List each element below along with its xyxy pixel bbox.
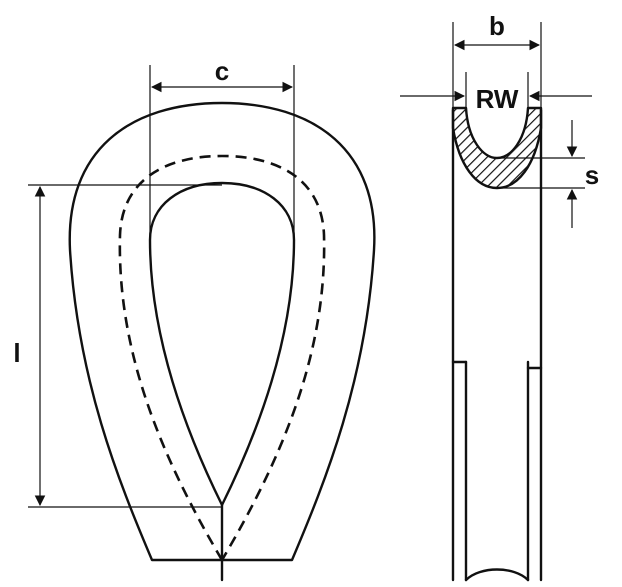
- thimble-outer-outline: [68, 101, 376, 562]
- dimension-rw: RW: [400, 72, 592, 114]
- label-b: b: [489, 11, 505, 41]
- label-s: s: [585, 160, 599, 190]
- dimension-s: s: [497, 120, 599, 228]
- label-rw: RW: [476, 84, 519, 114]
- label-c: c: [215, 56, 229, 86]
- dimension-b: b: [452, 11, 542, 108]
- groove-cross-section: [451, 106, 543, 190]
- thimble-side-view: [451, 106, 543, 582]
- thimble-groove-dashed: [118, 154, 326, 563]
- dimension-l: l: [13, 184, 222, 508]
- thimble-front-view: [68, 101, 376, 582]
- thimble-inner-eye: [148, 181, 296, 507]
- dimension-c: c: [149, 56, 295, 240]
- side-bottom-groove: [464, 568, 530, 582]
- label-l: l: [13, 338, 20, 368]
